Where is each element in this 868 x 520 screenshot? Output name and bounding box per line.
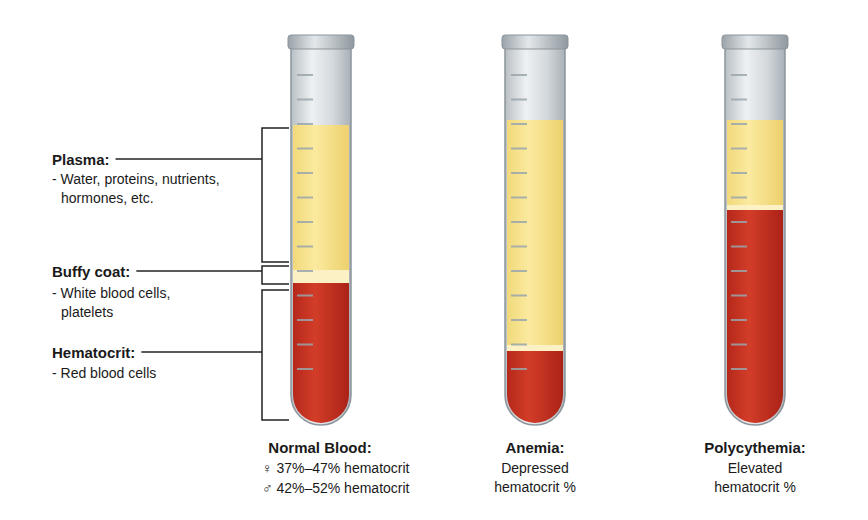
graduation-mark xyxy=(297,246,313,248)
graduation-mark xyxy=(731,99,747,101)
graduation-mark xyxy=(731,172,747,174)
graduation-mark xyxy=(297,99,313,101)
section-heading: Buffy coat: xyxy=(52,262,130,281)
section-description: - White blood cells, platelets xyxy=(52,284,226,322)
test-tube-normal xyxy=(288,35,354,433)
leader-line xyxy=(116,159,262,352)
graduation-mark xyxy=(731,319,747,321)
graduation-mark xyxy=(511,123,527,125)
graduation-mark xyxy=(297,148,313,150)
section-description: - Water, proteins, nutrients, hormones, … xyxy=(52,170,226,208)
graduation-mark xyxy=(297,74,313,76)
graduation-mark xyxy=(511,74,527,76)
tube-caption-text: Depressed hematocrit % xyxy=(485,459,585,497)
test-tube-anemia xyxy=(502,35,568,433)
graduation-mark xyxy=(511,368,527,370)
graduation-mark xyxy=(511,344,527,346)
section-description: - Red blood cells xyxy=(52,364,226,383)
section-heading: Plasma: xyxy=(52,150,110,169)
graduation-mark xyxy=(511,221,527,223)
graduation-mark xyxy=(731,270,747,272)
graduation-mark xyxy=(297,295,313,297)
tube-caption-heading: Anemia: xyxy=(455,438,615,457)
graduation-mark xyxy=(511,295,527,297)
graduation-mark xyxy=(511,319,527,321)
hematocrit-range: ♀ 37%–47% hematocrit xyxy=(262,459,452,478)
graduation-mark xyxy=(731,221,747,223)
graduation-mark xyxy=(731,197,747,199)
graduation-mark xyxy=(511,246,527,248)
graduation-mark xyxy=(511,99,527,101)
graduation-mark xyxy=(511,197,527,199)
graduation-mark xyxy=(511,270,527,272)
graduation-mark xyxy=(731,368,747,370)
graduation-mark xyxy=(511,148,527,150)
graduation-mark xyxy=(297,344,313,346)
graduation-mark xyxy=(511,172,527,174)
graduation-mark xyxy=(731,74,747,76)
graduation-mark xyxy=(297,319,313,321)
graduation-mark xyxy=(731,344,747,346)
graduation-mark xyxy=(297,221,313,223)
graduation-mark xyxy=(297,123,313,125)
test-tube-polycythemia xyxy=(722,35,788,433)
graduation-mark xyxy=(297,270,313,272)
tube-caption-text: Elevated hematocrit % xyxy=(705,459,805,497)
graduation-mark xyxy=(297,197,313,199)
tube-caption-heading: Polycythemia: xyxy=(675,438,835,457)
graduation-mark xyxy=(297,172,313,174)
tube-caption-heading: Normal Blood: xyxy=(220,438,420,457)
graduation-mark xyxy=(731,295,747,297)
graduation-mark xyxy=(731,148,747,150)
graduation-mark xyxy=(731,123,747,125)
hematocrit-range: ♂ 42%–52% hematocrit xyxy=(262,479,452,498)
section-heading: Hematocrit: xyxy=(52,343,135,362)
graduation-mark xyxy=(297,368,313,370)
graduation-mark xyxy=(731,246,747,248)
bracket xyxy=(262,128,289,420)
